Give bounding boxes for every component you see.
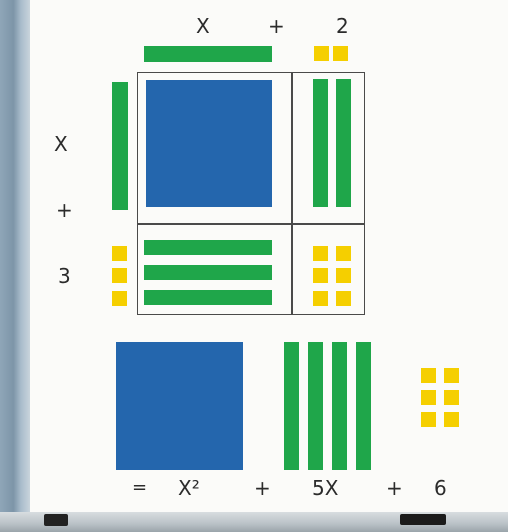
unit-tile-area xyxy=(313,268,328,283)
result-equals: = xyxy=(132,478,147,498)
result-plus-2: + xyxy=(386,478,403,498)
result-x-tile xyxy=(308,342,323,470)
grid-divider-horizontal xyxy=(137,223,365,225)
top-plus: + xyxy=(268,16,285,36)
x-tile-area-horizontal xyxy=(144,265,272,280)
unit-tile-top xyxy=(333,46,348,61)
unit-tile-area xyxy=(336,291,351,306)
unit-tile-left xyxy=(112,291,127,306)
unit-tile-area xyxy=(336,246,351,261)
result-unit-tile xyxy=(421,412,436,427)
result-x-tile xyxy=(332,342,347,470)
result-plus-1: + xyxy=(254,478,271,498)
left-term-3: 3 xyxy=(58,266,71,286)
result-unit-tile xyxy=(421,390,436,405)
unit-tile-left xyxy=(112,246,127,261)
top-term-x: X xyxy=(196,16,210,36)
unit-tile-area xyxy=(313,291,328,306)
result-term-6: 6 xyxy=(434,478,447,498)
x-squared-tile xyxy=(146,80,272,207)
x-tile-top xyxy=(144,46,272,62)
result-unit-tile xyxy=(421,368,436,383)
x-tile-area-vertical xyxy=(336,79,351,207)
top-term-2: 2 xyxy=(336,16,349,36)
x-tile-area-horizontal xyxy=(144,240,272,255)
grid-divider-vertical xyxy=(291,73,293,315)
x-tile-area-vertical xyxy=(313,79,328,207)
left-term-x: X xyxy=(54,134,68,154)
unit-tile-top xyxy=(314,46,329,61)
result-x-tile xyxy=(284,342,299,470)
unit-tile-area xyxy=(336,268,351,283)
x-tile-area-horizontal xyxy=(144,290,272,305)
result-term-5x: 5X xyxy=(312,478,338,498)
whiteboard-frame-left xyxy=(0,0,30,532)
result-unit-tile xyxy=(444,368,459,383)
result-term-x-squared: X² xyxy=(178,478,200,498)
eraser xyxy=(400,514,446,525)
result-x-tile xyxy=(356,342,371,470)
left-plus: + xyxy=(56,200,73,220)
marker xyxy=(44,514,68,526)
x-tile-left xyxy=(112,82,128,210)
result-x-squared-tile xyxy=(116,342,243,470)
unit-tile-area xyxy=(313,246,328,261)
result-unit-tile xyxy=(444,412,459,427)
result-unit-tile xyxy=(444,390,459,405)
unit-tile-left xyxy=(112,268,127,283)
